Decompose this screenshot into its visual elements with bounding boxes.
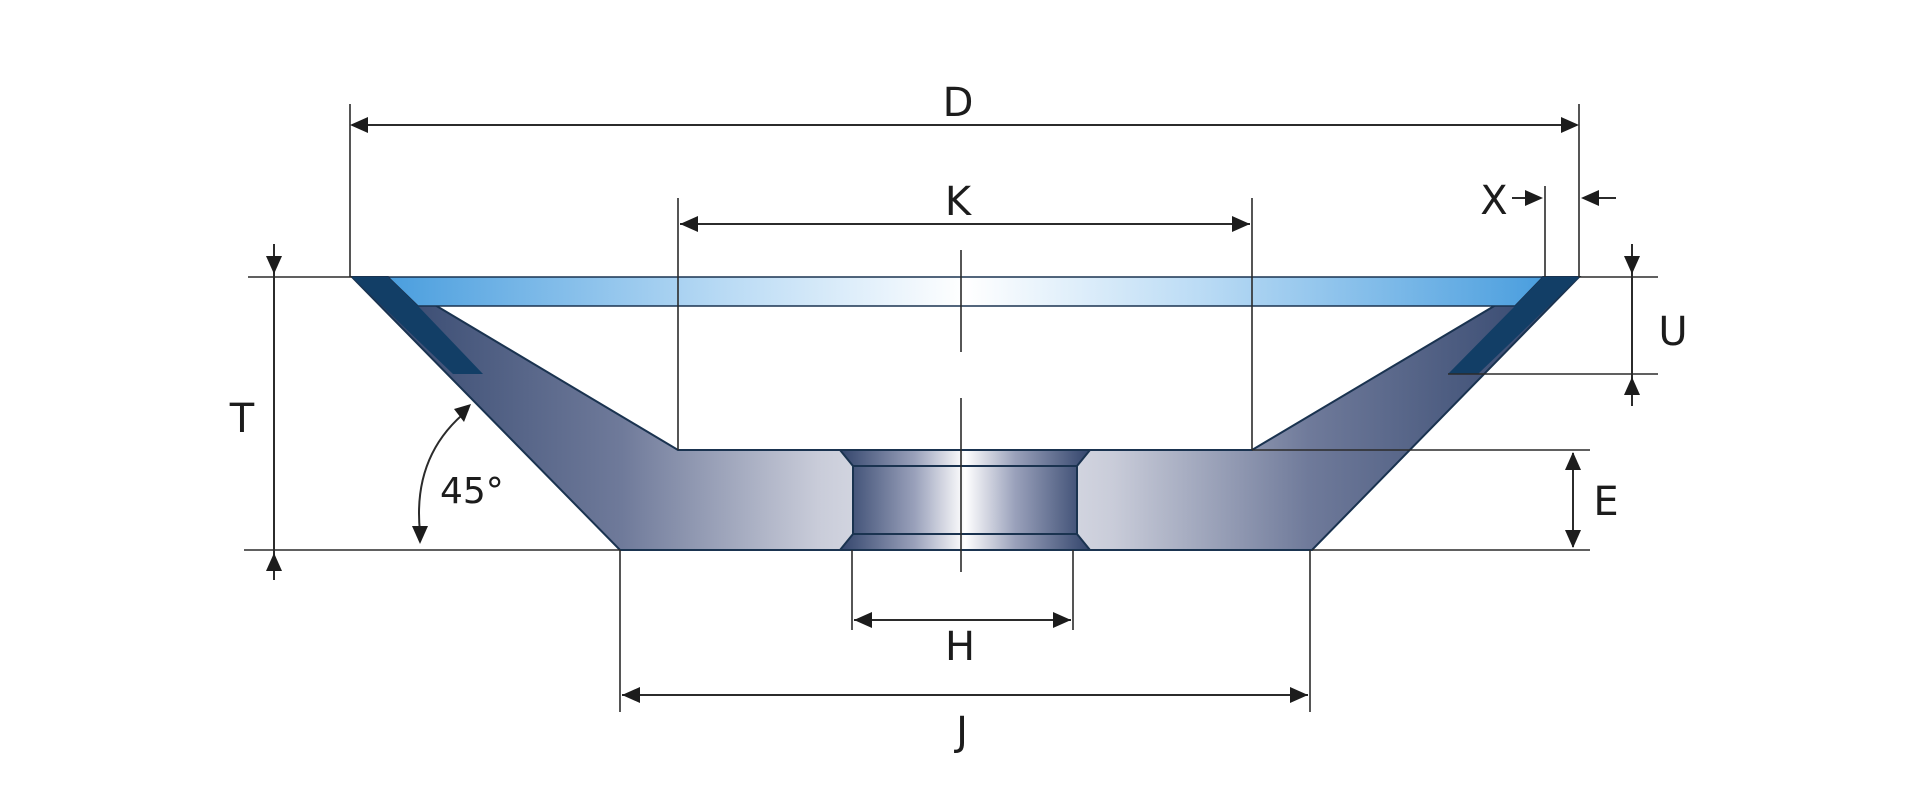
abrasive-rim xyxy=(386,276,1545,307)
dimension-d: D xyxy=(350,80,1579,133)
abrasive-layer-right xyxy=(1448,277,1579,374)
label-e: E xyxy=(1593,479,1618,525)
dimension-h: H xyxy=(854,612,1071,670)
label-angle: 45° xyxy=(440,471,504,512)
label-u: U xyxy=(1658,309,1687,355)
dimension-t: T xyxy=(229,244,282,580)
label-t: T xyxy=(229,396,255,442)
bore xyxy=(837,449,1093,551)
label-j: J xyxy=(953,709,968,755)
extension-lines xyxy=(244,104,1658,712)
dimension-k: K xyxy=(680,179,1250,232)
label-h: H xyxy=(945,624,975,670)
dimension-x: X xyxy=(1480,178,1616,224)
label-x: X xyxy=(1480,178,1507,224)
abrasive-layer-left xyxy=(352,277,483,374)
label-k: K xyxy=(945,179,973,225)
dimension-j: J xyxy=(622,687,1308,755)
angle-45: 45° xyxy=(412,404,504,544)
dimension-u: U xyxy=(1624,244,1688,406)
dimension-e: E xyxy=(1565,452,1619,548)
label-d: D xyxy=(943,80,974,126)
